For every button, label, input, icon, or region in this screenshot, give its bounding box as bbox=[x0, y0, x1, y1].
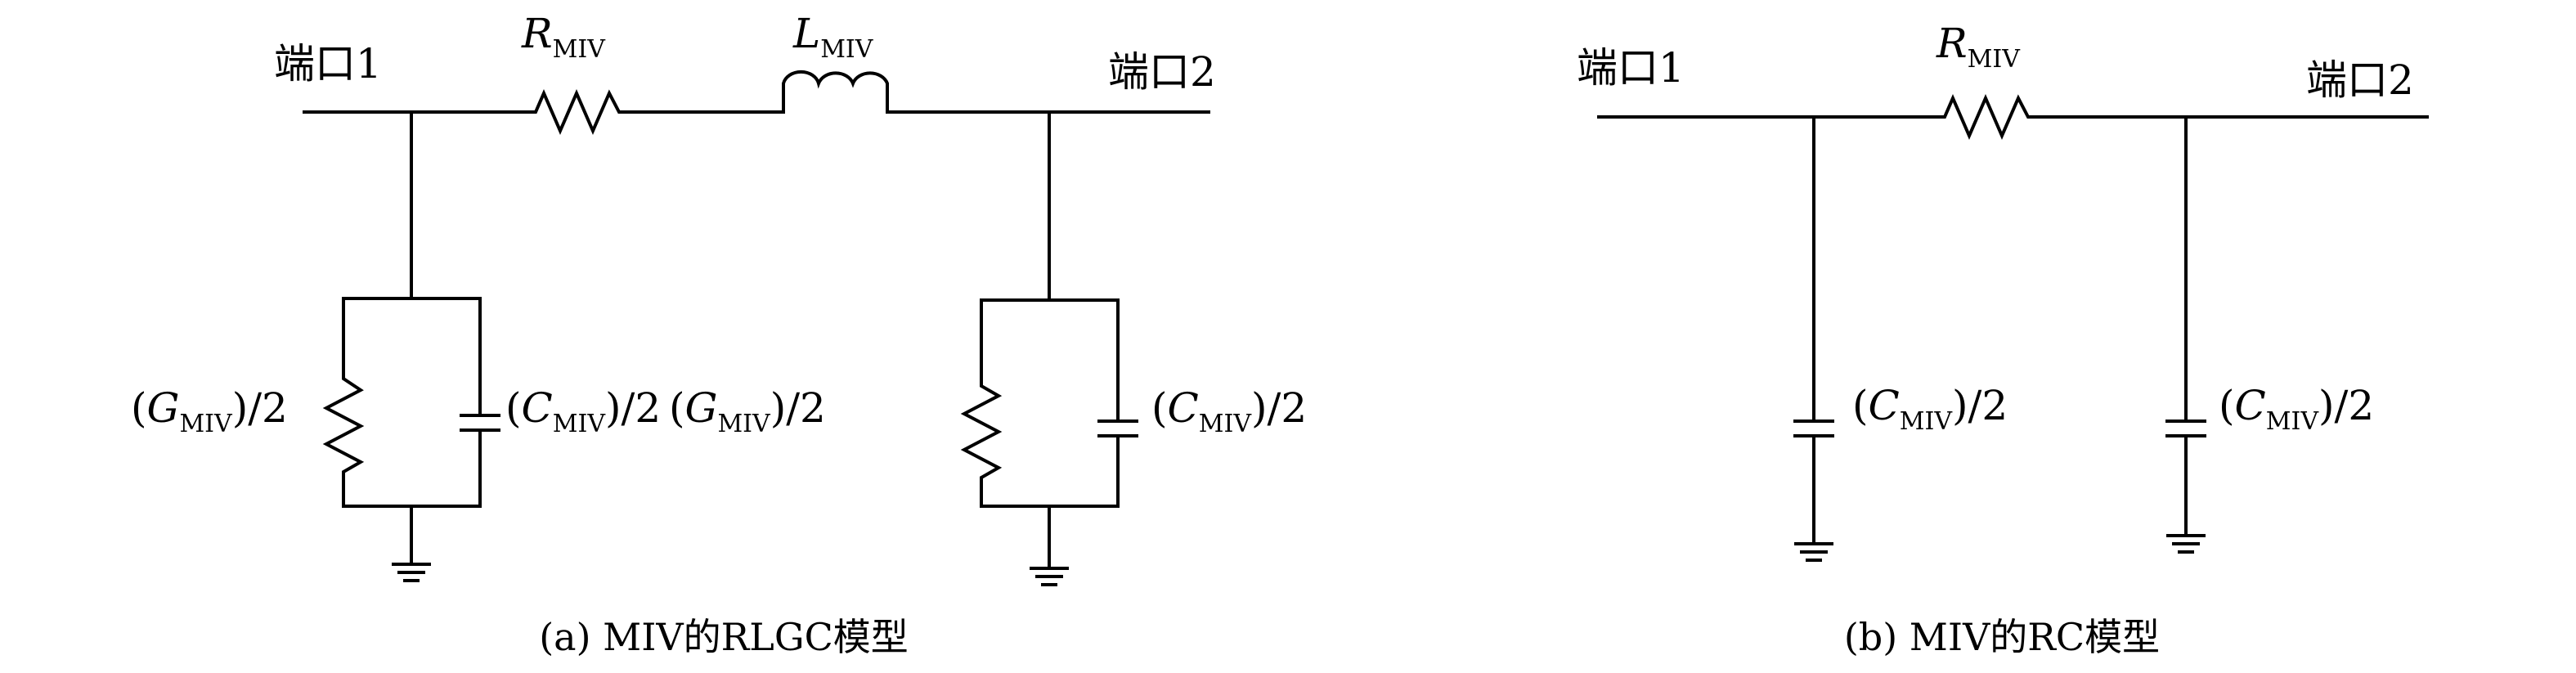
caption-rlgc: (a) MIV的RLGC模型 bbox=[539, 615, 909, 659]
label-port2-left: 端口2 bbox=[1108, 48, 1216, 96]
label-l-miv: LMIV bbox=[792, 10, 874, 64]
caption-rc: (b) MIV的RC模型 bbox=[1844, 615, 2160, 659]
label-c-miv-1-rc: (CMIV)/2 bbox=[1852, 382, 2008, 436]
label-r-miv: RMIV bbox=[521, 10, 606, 64]
ground-icon bbox=[1794, 542, 1833, 562]
ground-icon bbox=[392, 563, 431, 582]
rc-box-right bbox=[980, 298, 1120, 508]
label-c-miv-2-rc: (CMIV)/2 bbox=[2219, 382, 2374, 436]
label-port2-rc: 端口2 bbox=[2306, 56, 2414, 104]
rc-circuit: 端口1 端口2 RMIV (CMIV)/2 (CMIV)/2 (b) MIV的R… bbox=[1577, 20, 2429, 659]
resistor-r-miv-rc bbox=[1935, 93, 2038, 141]
resistor-g-miv-right bbox=[960, 379, 1003, 488]
label-port1-rc: 端口1 bbox=[1577, 44, 1685, 92]
rlgc-circuit: 端口1 端口2 RMIV LMIV (GMIV)/2 (CMIV)/2 (GMI… bbox=[131, 10, 1307, 659]
label-c-miv-right: (CMIV)/2 bbox=[1151, 384, 1307, 438]
label-r-miv-rc: RMIV bbox=[1936, 20, 2021, 74]
label-g-miv-right: (GMIV)/2 bbox=[669, 384, 826, 438]
inductor-l-miv bbox=[782, 70, 889, 114]
ground-icon bbox=[2166, 534, 2206, 554]
label-port1-left: 端口1 bbox=[274, 40, 382, 87]
label-c-miv-left: (CMIV)/2 bbox=[505, 384, 661, 438]
resistor-g-miv-left bbox=[322, 370, 365, 484]
resistor-r-miv bbox=[526, 88, 630, 136]
rc-box-left bbox=[342, 297, 482, 508]
label-g-miv-left: (GMIV)/2 bbox=[131, 384, 288, 438]
ground-icon bbox=[1030, 567, 1069, 586]
